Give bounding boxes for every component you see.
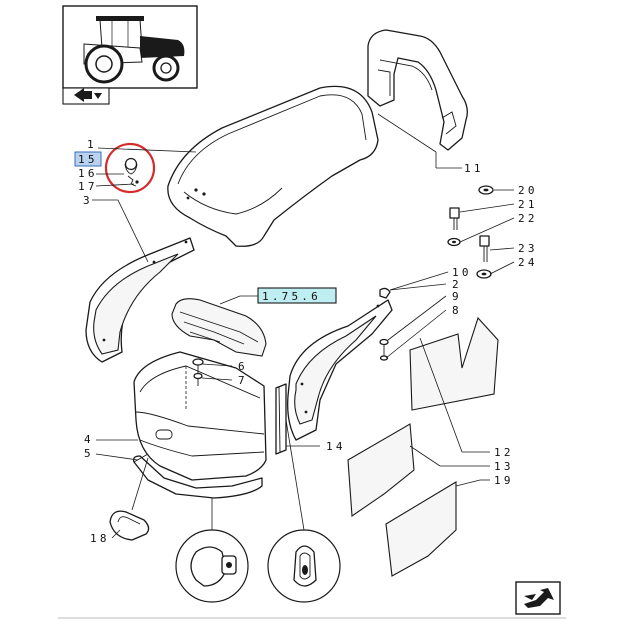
label-seal-strip: 14 xyxy=(326,440,346,453)
part-insulation-19 xyxy=(385,481,457,577)
part-nut-22 xyxy=(447,237,461,247)
part-bumper-strip xyxy=(132,455,263,499)
label-washer-10: 10 xyxy=(452,266,472,279)
part-bolt-7 xyxy=(193,372,203,386)
part-hood xyxy=(167,85,379,247)
label-insulation-13: 13 xyxy=(494,460,514,473)
highlight-box xyxy=(74,151,102,167)
detail-circle-clip xyxy=(175,529,249,603)
part-screw-9 xyxy=(379,338,389,361)
part-side-panel-right xyxy=(287,299,393,441)
label-bolt-6: 6 xyxy=(238,360,248,373)
label-bolt-7: 7 xyxy=(238,374,248,387)
part-front-grille xyxy=(171,298,267,357)
part-side-panel-left xyxy=(85,237,195,363)
chevron-down-icon xyxy=(94,93,102,99)
part-front-lower-grille xyxy=(133,351,267,481)
part-bolt-23 xyxy=(479,235,490,262)
part-bolt-21 xyxy=(449,207,460,230)
label-clip-16: 16 xyxy=(78,167,98,180)
part-lamp xyxy=(109,510,150,541)
nav-next-button[interactable] xyxy=(515,581,561,615)
arrow-back-icon xyxy=(74,88,92,102)
label-side-panel-right: 2 xyxy=(452,278,462,291)
label-panel-8: 8 xyxy=(452,304,462,317)
label-front-lower-grille: 4 xyxy=(84,433,94,446)
label-bolt-21: 21 xyxy=(518,198,538,211)
label-nut-22: 22 xyxy=(518,212,538,225)
arrow-forward-icon xyxy=(524,588,554,608)
label-hood: 1 xyxy=(87,138,97,151)
part-rear-frame xyxy=(367,29,468,151)
reference-text: 1.75.6 xyxy=(262,290,321,303)
part-insulation-12 xyxy=(409,316,499,411)
label-rear-frame: 11 xyxy=(464,162,484,175)
part-washer-20 xyxy=(478,185,494,195)
label-clip-17: 17 xyxy=(78,180,98,193)
label-nut-24: 24 xyxy=(518,256,538,269)
part-seal-strip xyxy=(275,383,287,455)
label-screw-9: 9 xyxy=(452,290,462,303)
arrow-tail-icon xyxy=(524,594,536,600)
label-lamp: 18 xyxy=(90,532,110,545)
tractor-thumbnail xyxy=(62,5,198,89)
label-insulation-12: 12 xyxy=(494,446,514,459)
label-grommet: 15 xyxy=(78,153,98,166)
label-side-panel-left: 3 xyxy=(83,194,93,207)
part-labels: 1 15 16 17 3 6 7 4 5 18 14 11 20 21 22 2… xyxy=(78,138,538,545)
part-washer-10 xyxy=(379,287,391,299)
label-washer-20: 20 xyxy=(518,184,538,197)
label-bolt-23: 23 xyxy=(518,242,538,255)
part-grommet xyxy=(124,157,139,187)
reference-link[interactable]: 1.75.6 xyxy=(257,287,337,304)
label-bumper-strip: 5 xyxy=(84,447,94,460)
part-nut-24 xyxy=(476,269,492,279)
nav-prev-button[interactable] xyxy=(62,87,110,105)
label-insulation-19: 19 xyxy=(494,474,514,487)
leader-lines xyxy=(92,113,515,539)
part-bolt-6 xyxy=(192,358,204,374)
detail-circle-grommet xyxy=(267,529,341,603)
part-insulation-13 xyxy=(347,423,415,517)
highlight-circle xyxy=(104,142,156,194)
